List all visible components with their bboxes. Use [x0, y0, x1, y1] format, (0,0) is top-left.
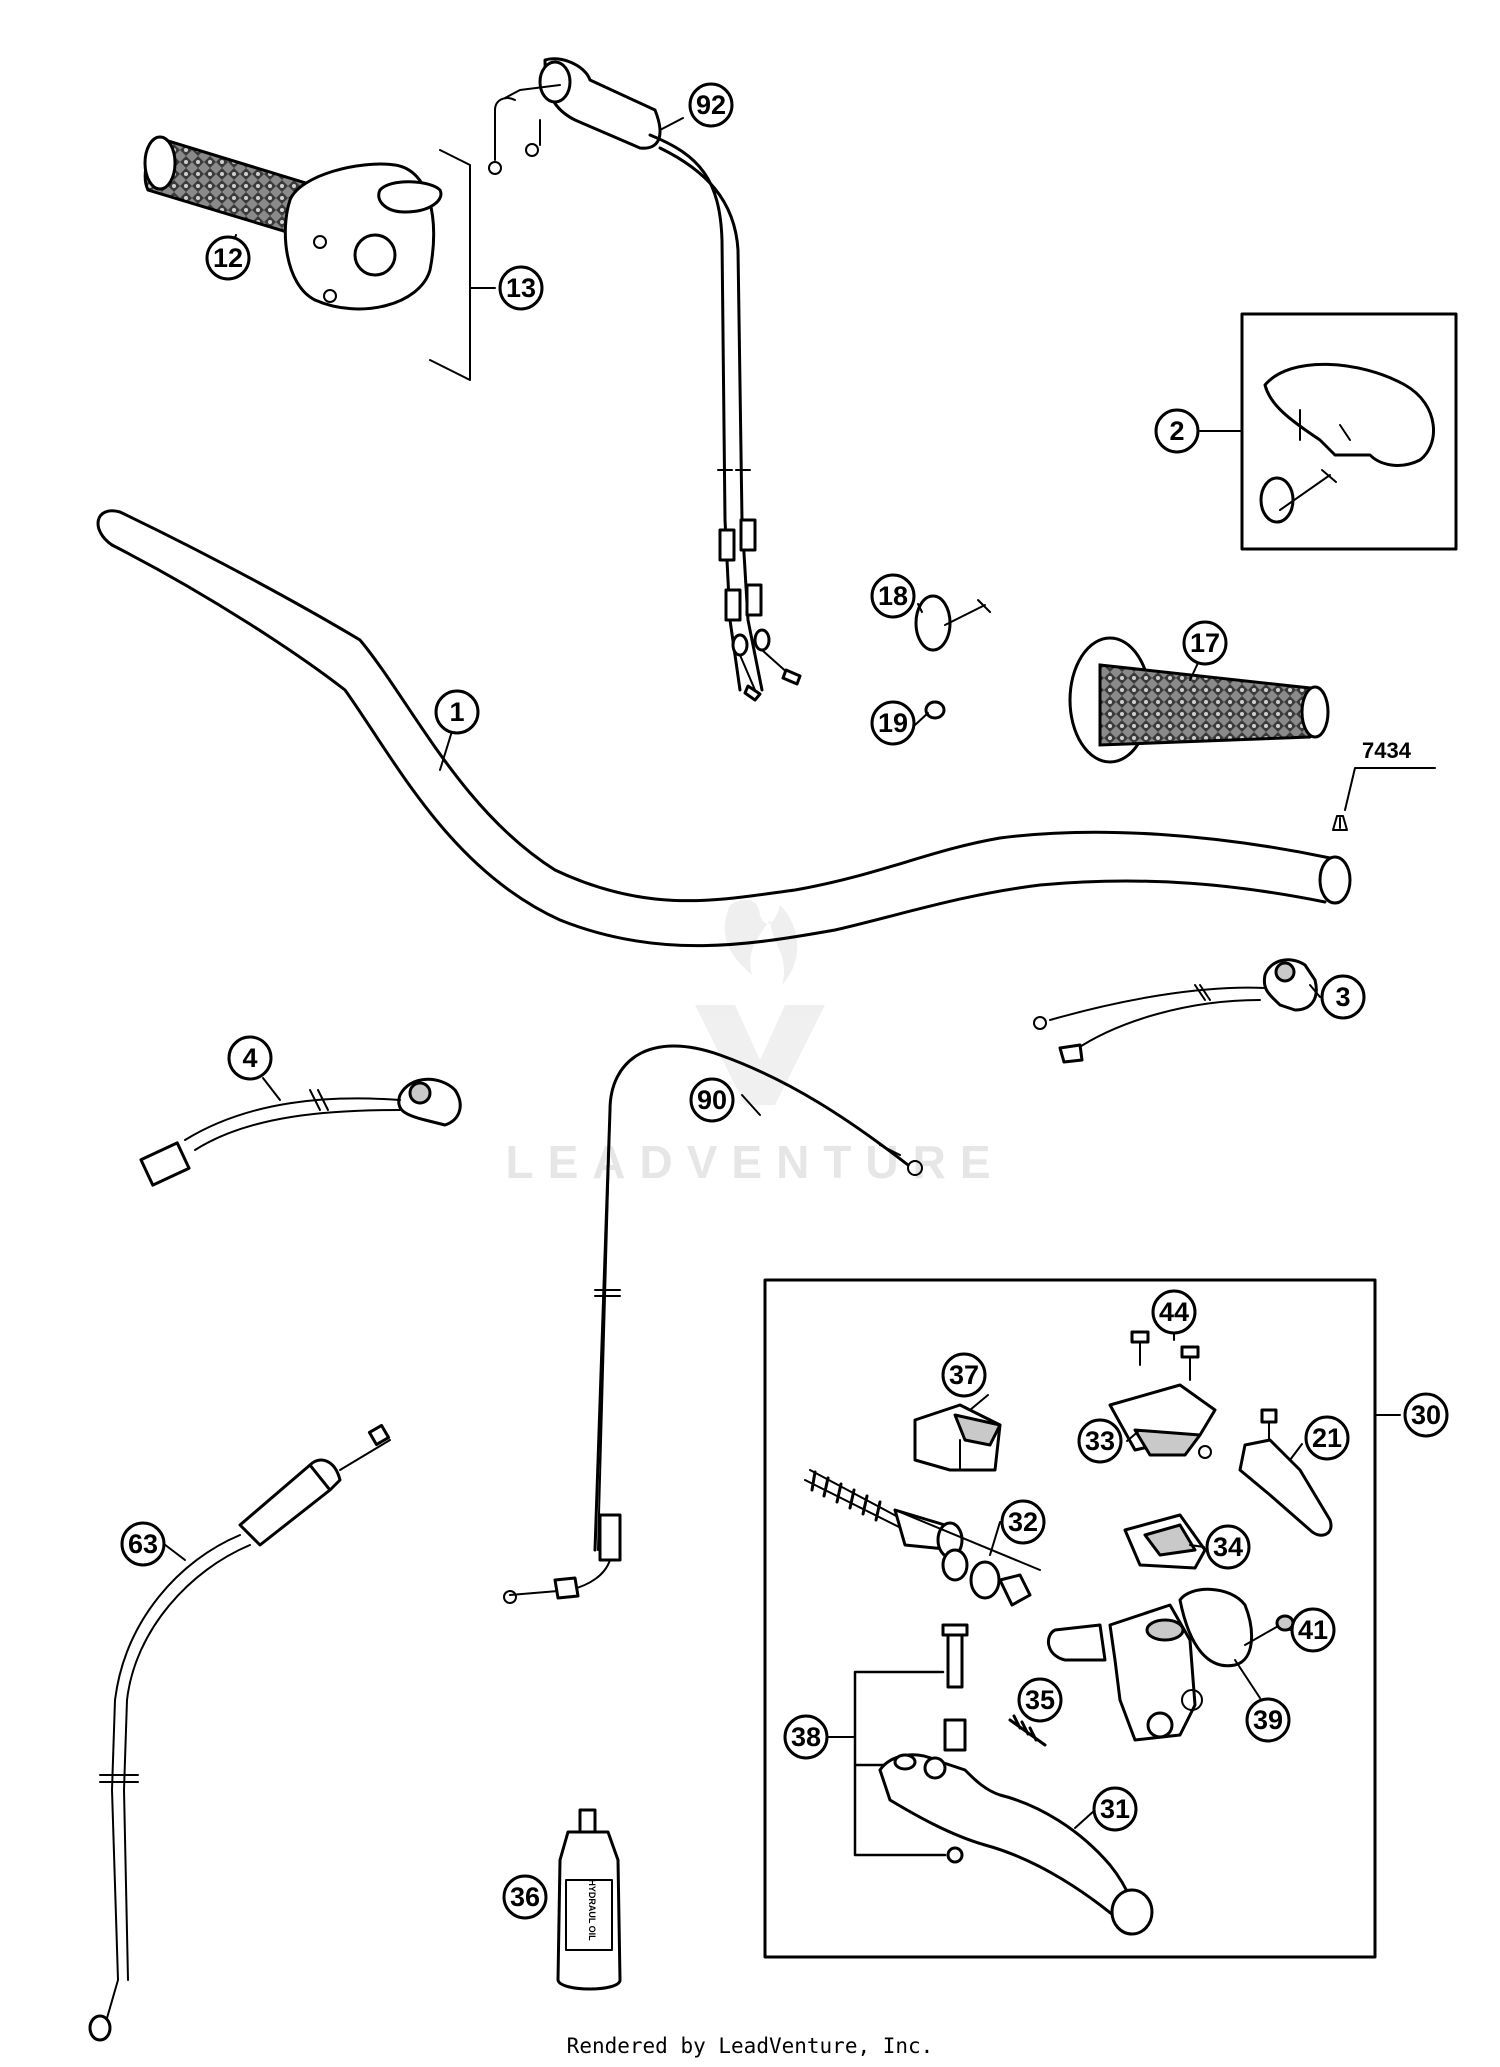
- callout-4: 4: [227, 1035, 273, 1081]
- reservoir-cap: [1123, 1513, 1207, 1570]
- watermark-logo: [695, 899, 825, 1105]
- callout-2: 2: [1154, 408, 1200, 454]
- svg-text:HYDRAUL OIL: HYDRAUL OIL: [587, 1879, 597, 1941]
- svg-text:13: 13: [506, 273, 536, 303]
- svg-text:36: 36: [510, 1882, 540, 1912]
- svg-text:41: 41: [1298, 1615, 1328, 1645]
- left-grip: [1068, 636, 1330, 764]
- svg-text:34: 34: [1213, 1532, 1243, 1562]
- hot-start-cable: [88, 1423, 391, 2042]
- left-switch: [139, 1077, 462, 1187]
- callout-63: 63: [120, 1521, 166, 1567]
- svg-text:39: 39: [1253, 1705, 1283, 1735]
- svg-text:90: 90: [697, 1085, 727, 1115]
- callout-19: 19: [870, 700, 916, 746]
- callout-92: 92: [688, 82, 734, 128]
- right-switch: [1033, 958, 1318, 1064]
- svg-text:19: 19: [878, 708, 908, 738]
- callout-12: 12: [205, 235, 251, 281]
- hand-guard-box: [1240, 312, 1458, 551]
- callout-30: 30: [1403, 1392, 1449, 1438]
- brake-assembly-box: [763, 1278, 1401, 1959]
- lever-spring: [1008, 1714, 1047, 1747]
- svg-text:31: 31: [1100, 1794, 1130, 1824]
- svg-text:18: 18: [878, 581, 908, 611]
- nut: [924, 700, 946, 720]
- svg-text:92: 92: [696, 90, 726, 120]
- callout-33: 33: [1077, 1418, 1123, 1464]
- svg-text:33: 33: [1085, 1426, 1115, 1456]
- callout-1: 1: [434, 689, 480, 735]
- svg-text:4: 4: [242, 1043, 257, 1073]
- svg-text:63: 63: [128, 1529, 158, 1559]
- handlebar: [96, 509, 1352, 948]
- credit-text: Rendered by LeadVenture, Inc.: [567, 2034, 934, 2058]
- throttle-housing: [283, 149, 471, 381]
- svg-text:1: 1: [449, 697, 464, 727]
- callout-35: 35: [1017, 1677, 1063, 1723]
- brake-lever: [878, 1753, 1154, 1936]
- callout-13: 13: [498, 265, 544, 311]
- reservoir-cover: [1108, 1383, 1217, 1459]
- throttle-cables: [488, 57, 802, 702]
- callout-34: 34: [1205, 1524, 1251, 1570]
- leader-lines: [163, 117, 1321, 1829]
- svg-text:17: 17: [1190, 628, 1220, 658]
- svg-text:44: 44: [1159, 1297, 1189, 1327]
- svg-text:2: 2: [1169, 416, 1184, 446]
- clutch-cable: [503, 1044, 923, 1604]
- master-cylinder-body: [1046, 1587, 1254, 1742]
- cable-tie: [914, 594, 991, 652]
- watermark-text: LEADVENTURE: [505, 1136, 1004, 1188]
- callout-18: 18: [870, 573, 916, 619]
- svg-text:21: 21: [1312, 1423, 1342, 1453]
- callout-38: 38: [783, 1714, 829, 1760]
- part-number-7434: 7434: [1344, 738, 1436, 811]
- svg-text:3: 3: [1335, 982, 1350, 1012]
- callout-39: 39: [1245, 1697, 1291, 1743]
- callout-21: 21: [1304, 1415, 1350, 1461]
- callout-90: 90: [689, 1077, 735, 1123]
- svg-text:35: 35: [1025, 1685, 1055, 1715]
- callout-32: 32: [1000, 1499, 1046, 1545]
- svg-text:32: 32: [1008, 1507, 1038, 1537]
- callout-3: 3: [1320, 974, 1366, 1020]
- svg-text:7434: 7434: [1362, 738, 1412, 763]
- callout-31: 31: [1092, 1786, 1138, 1832]
- clamp-bracket: [913, 1403, 1002, 1472]
- master-cylinder-piston: [804, 1469, 1041, 1607]
- svg-text:37: 37: [949, 1360, 979, 1390]
- callout-36: 36: [502, 1874, 548, 1920]
- callout-44: 44: [1151, 1289, 1197, 1335]
- hydraulic-oil-bottle: HYDRAUL OIL: [556, 1808, 622, 1991]
- screws: [1130, 1330, 1200, 1381]
- svg-text:38: 38: [791, 1722, 821, 1752]
- adjuster-lever: [1238, 1408, 1333, 1537]
- callout-17: 17: [1182, 620, 1228, 666]
- callout-41: 41: [1290, 1607, 1336, 1653]
- callout-37: 37: [941, 1352, 987, 1398]
- svg-text:12: 12: [213, 243, 243, 273]
- svg-text:30: 30: [1411, 1400, 1441, 1430]
